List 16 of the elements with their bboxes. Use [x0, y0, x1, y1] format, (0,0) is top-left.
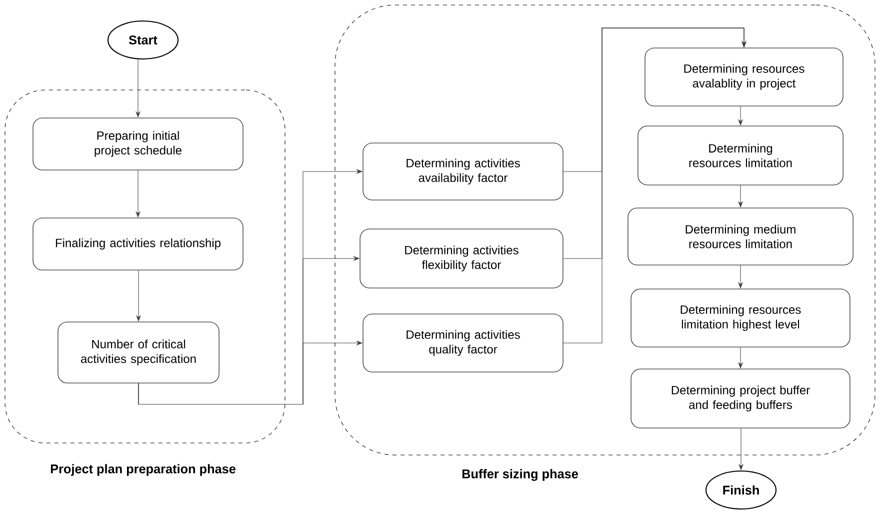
- process-box: Determining resources limitation highest level: [630, 288, 850, 348]
- process-box: Determining medium resources limitation: [628, 208, 854, 266]
- process-box: Number of critical activities specification: [58, 322, 220, 384]
- phase-label: Buffer sizing phase: [462, 469, 578, 481]
- process-box: Determining activities quality factor: [362, 314, 564, 372]
- process-box: Preparing initial project schedule: [32, 118, 244, 170]
- process-box: Determining resources avalablity in project: [644, 48, 844, 106]
- process-box: Determining activities availability factor: [362, 142, 564, 200]
- process-box: Determining activities flexibility factor: [360, 228, 564, 288]
- process-box: Determining resources limitation: [638, 126, 844, 186]
- process-box: Finalizing activities relationship: [32, 218, 244, 270]
- terminal-oval: Finish: [705, 470, 777, 510]
- process-box: Determining project buffer and feeding buffers: [630, 368, 850, 428]
- phase-label: Project plan preparation phase: [50, 464, 236, 476]
- arrow: [563, 28, 747, 344]
- terminal-oval: Start: [107, 20, 179, 60]
